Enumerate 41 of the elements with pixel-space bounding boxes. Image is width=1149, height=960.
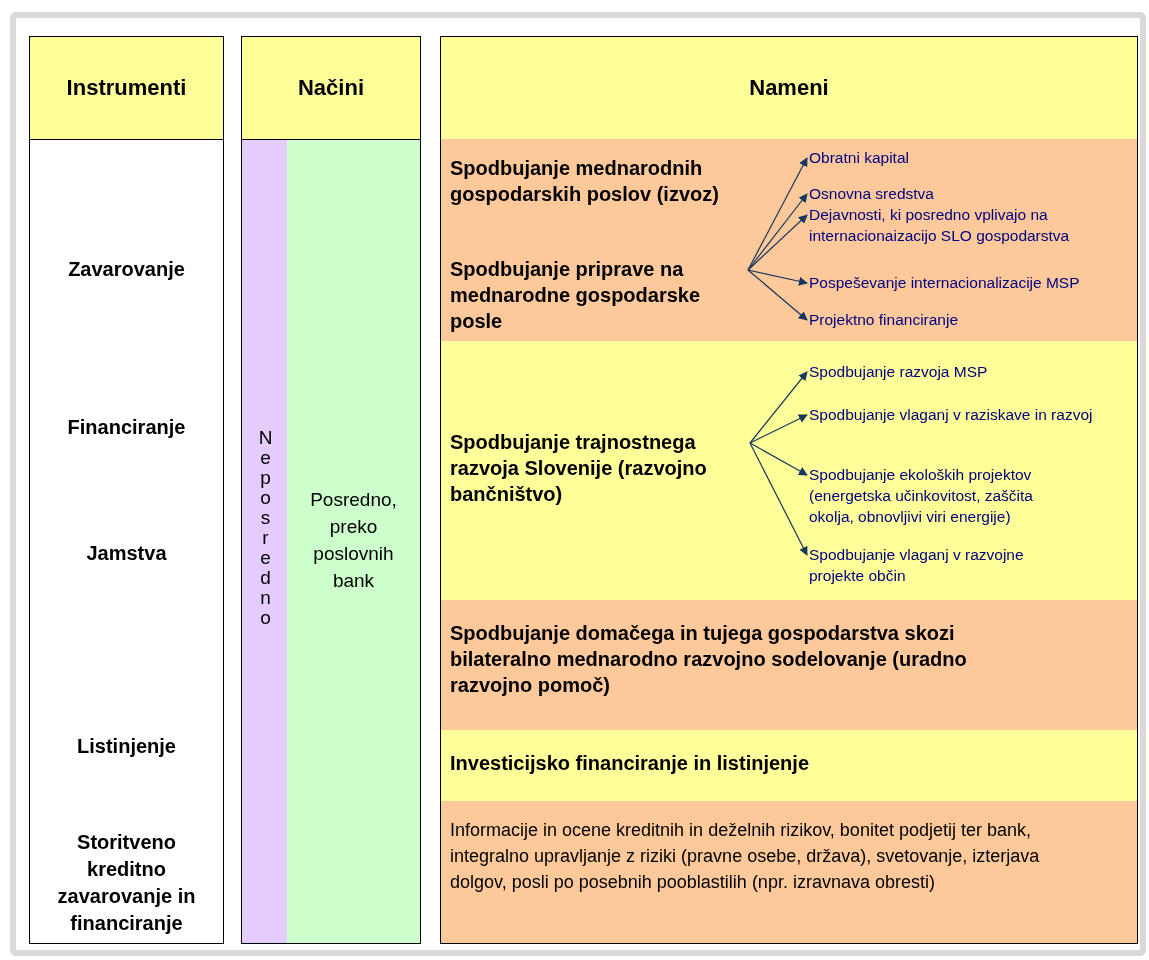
category-band bbox=[440, 730, 1138, 801]
category-band bbox=[440, 341, 1138, 600]
column-header: Načini bbox=[241, 36, 421, 140]
category-band bbox=[440, 801, 1138, 944]
arrow bbox=[749, 442, 808, 556]
goal-text: Dejavnosti, ki posredno vplivajo na internacionaizacijo SLO gospodarstva bbox=[809, 204, 1134, 248]
arrow bbox=[747, 193, 808, 271]
goal-text: Spodbujanje ekoloških projektov (energetska učinkovitost, zaščita okolja, obnovljivi viri energije) bbox=[809, 464, 1074, 530]
category-title: Spodbujanje trajnostnega razvoja Slovenije (razvojno bančništvo) bbox=[450, 429, 750, 509]
method-column bbox=[241, 139, 288, 944]
arrow bbox=[747, 269, 808, 286]
column-header: Instrumenti bbox=[29, 36, 224, 140]
column-header: Nameni bbox=[440, 36, 1138, 140]
instrument-label: Listinjenje bbox=[76, 734, 177, 759]
arrow bbox=[747, 214, 808, 271]
goal-text: Spodbujanje vlaganj v razvojne projekte občin bbox=[809, 544, 1074, 588]
arrow bbox=[749, 371, 808, 444]
category-band bbox=[440, 600, 1138, 730]
category-title: Spodbujanje mednarodnih gospodarskih poslov (izvoz) bbox=[450, 155, 750, 211]
arrow bbox=[747, 269, 808, 321]
instrument-label: Zavarovanje bbox=[67, 257, 186, 282]
method-label: Posredno, preko poslovnih bank bbox=[309, 488, 398, 593]
goal-text: Spodbujanje vlaganj v raziskave in razvoj bbox=[809, 404, 1094, 448]
category-title: Investicijsko financiranje in listinjenje bbox=[450, 751, 810, 776]
description-text: Informacije in ocene kreditnih in deželnih rizikov, bonitet podjetij ter bank, integralno upravljanje z riziki (pravne osebe, država), svetovanje, izterjava dolgov, posli po posebnih pooblastilih (npr. izravnava obresti) bbox=[450, 819, 1041, 894]
goal-text: Spodbujanje razvoja MSP bbox=[809, 361, 1109, 383]
arrow bbox=[749, 442, 808, 476]
vertical-label: Neposredno bbox=[254, 427, 276, 627]
category-band bbox=[440, 139, 1138, 341]
category-title: Spodbujanje priprave na mednarodne gospodarske posle bbox=[450, 256, 748, 336]
instrument-column bbox=[29, 139, 224, 944]
goal-text: Projektno financiranje bbox=[809, 309, 1109, 331]
method-column bbox=[287, 139, 421, 944]
goal-text: Osnovna sredstva bbox=[809, 183, 1109, 205]
instrument-label: Jamstva bbox=[85, 541, 168, 566]
goal-text: Obratni kapital bbox=[809, 147, 1109, 169]
category-title: Spodbujanje domačega in tujega gospodarstva skozi bilateralno mednarodno razvojno sodelovanje (uradno razvojno pomoč) bbox=[450, 621, 968, 698]
goal-text: Pospeševanje internacionalizacije MSP bbox=[809, 272, 1134, 294]
instrument-label: Financiranje bbox=[66, 415, 187, 440]
arrow bbox=[749, 414, 808, 444]
instrument-label: Storitveno kreditno zavarovanje in financiranje bbox=[56, 830, 197, 936]
